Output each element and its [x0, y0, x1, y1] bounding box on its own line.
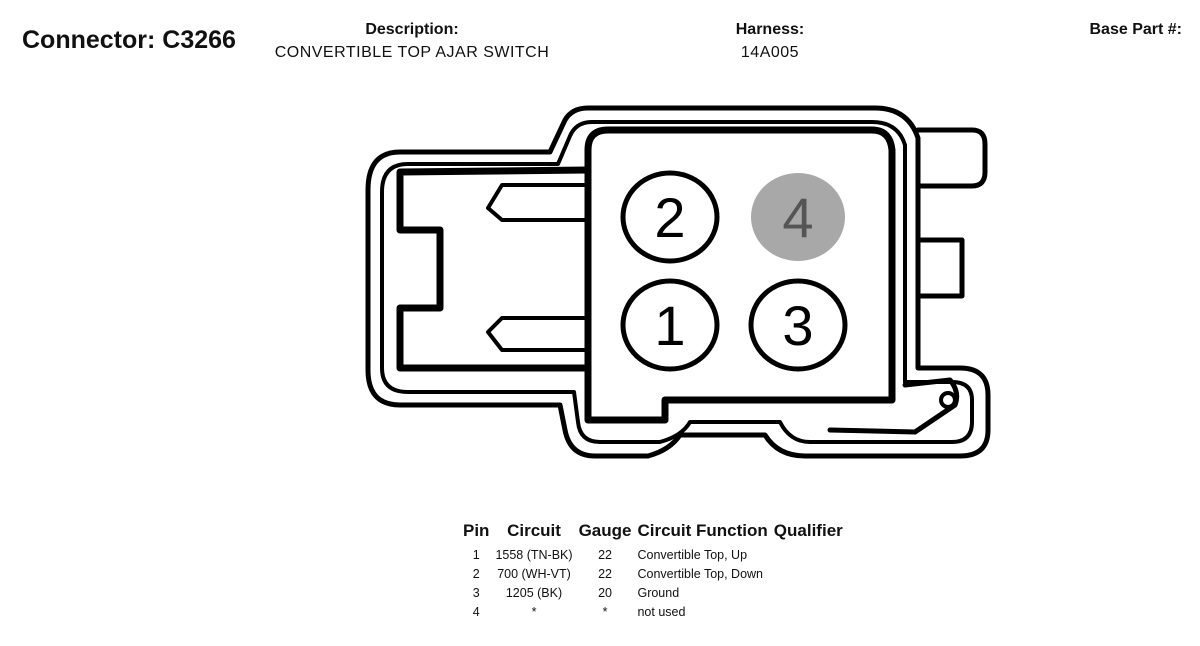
description-value: CONVERTIBLE TOP AJAR SWITCH: [274, 44, 550, 61]
pin-circle: [620, 170, 720, 264]
table-row: 1 1558 (TN-BK) 22 Convertible Top, Up: [460, 547, 846, 566]
cell-function: Convertible Top, Down: [637, 567, 763, 581]
latch-tab-lower: [486, 316, 590, 352]
cell-circuit: 1558 (TN-BK): [495, 548, 573, 562]
harness-label: Harness:: [735, 21, 805, 38]
col-header-gauge: Gauge: [578, 521, 632, 540]
pin-3: 3: [748, 278, 848, 372]
cell-circuit: 1205 (BK): [505, 586, 563, 600]
pin-4: 4: [751, 173, 845, 261]
cell-circuit: 700 (WH-VT): [497, 567, 571, 581]
cell-qualifier: [771, 566, 846, 585]
latch-cavity: [396, 166, 592, 372]
col-header-pin: Pin: [463, 521, 490, 540]
col-header-circuit: Circuit: [507, 521, 561, 540]
connector-title: Connector: C3266: [22, 26, 236, 54]
latch-tab-upper: [486, 183, 590, 222]
side-tab-middle: [915, 237, 965, 299]
cell-function: Ground: [637, 586, 680, 600]
cell-gauge: 20: [598, 586, 612, 600]
table-row: 4 * * not used: [460, 604, 846, 623]
cell-function: Convertible Top, Up: [637, 548, 748, 562]
pinout-table: Pin Circuit Gauge Circuit Function Quali…: [460, 521, 846, 623]
pin-number: 1: [654, 294, 685, 357]
cell-gauge: 22: [598, 548, 612, 562]
cell-qualifier: [771, 604, 846, 623]
cell-qualifier: [771, 547, 846, 566]
table-row: 3 1205 (BK) 20 Ground: [460, 585, 846, 604]
cell-function: not used: [637, 605, 686, 619]
connector-face-diagram: 2 4 1 3: [365, 105, 991, 459]
col-header-function: Circuit Function: [637, 521, 768, 540]
harness-value: 14A005: [740, 44, 800, 61]
pin-number: 4: [782, 186, 813, 249]
cell-circuit: *: [531, 605, 537, 619]
description-block: Description: CONVERTIBLE TOP AJAR SWITCH: [262, 21, 562, 62]
cell-gauge: 22: [598, 567, 612, 581]
pin-2: 2: [620, 170, 720, 264]
harness-block: Harness: 14A005: [700, 21, 840, 62]
key-hole: [939, 391, 957, 409]
table-row: 2 700 (WH-VT) 22 Convertible Top, Down: [460, 566, 846, 585]
side-tab-upper: [915, 127, 988, 189]
cell-qualifier: [771, 585, 846, 604]
cell-gauge: *: [602, 605, 608, 619]
cell-pin: 4: [472, 605, 480, 619]
housing-inner: [380, 120, 974, 444]
table-header-row: Pin Circuit Gauge Circuit Function Quali…: [460, 521, 846, 547]
housing-outline: [365, 105, 991, 459]
col-header-qualifier: Qualifier: [773, 521, 843, 540]
pin-number: 2: [654, 186, 685, 249]
pin-number: 3: [782, 294, 813, 357]
pin-1: 1: [620, 278, 720, 372]
cell-pin: 2: [472, 567, 480, 581]
pin-circle: [748, 278, 848, 372]
cell-pin: 3: [472, 586, 480, 600]
cell-pin: 1: [472, 548, 480, 562]
base-part-label: Base Part #:: [1089, 21, 1183, 38]
description-label: Description:: [365, 21, 459, 38]
pin-cavity-box: [584, 126, 896, 424]
pin-circle: [620, 278, 720, 372]
pin-circle: [751, 173, 845, 261]
